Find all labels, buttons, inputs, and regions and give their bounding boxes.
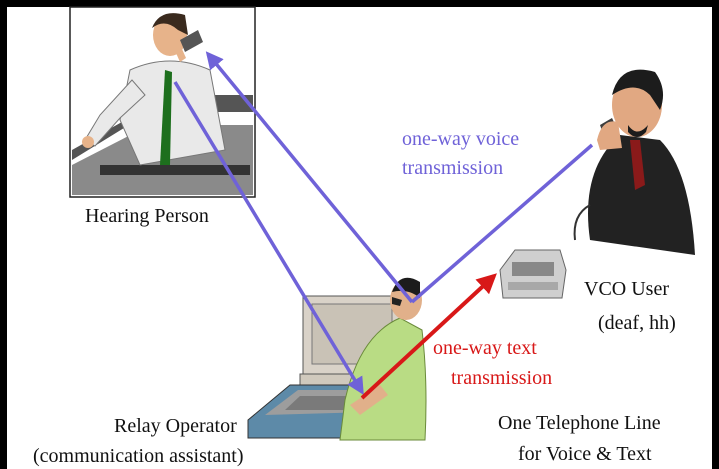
text-arrow-to-vco-user (360, 273, 497, 400)
tty-device-icon (499, 249, 567, 299)
voice-arrow-to-hearing-person (205, 51, 414, 304)
relay-operator-label: Relay Operator (114, 415, 237, 437)
text-label-line1: one-way text (433, 337, 537, 359)
vco-user-illustration (573, 69, 695, 255)
voice-label-line2: transmission (402, 157, 504, 179)
relay-operator-sublabel: (communication assistant) (33, 445, 244, 467)
telephone-line-sublabel: for Voice & Text (518, 443, 652, 465)
voice-arrow-to-operator (173, 81, 364, 395)
voice-line-from-vco-user (410, 143, 594, 304)
vco-user-label: VCO User (584, 278, 669, 300)
voice-transmission-lines (173, 51, 594, 395)
voice-label-line1: one-way voice (402, 128, 520, 150)
telephone-line-label: One Telephone Line (498, 412, 661, 434)
vco-user-sublabel: (deaf, hh) (598, 312, 676, 334)
text-label-line2: transmission (451, 367, 553, 389)
hearing-person-label: Hearing Person (85, 205, 209, 227)
hearing-person-illustration (69, 6, 256, 198)
